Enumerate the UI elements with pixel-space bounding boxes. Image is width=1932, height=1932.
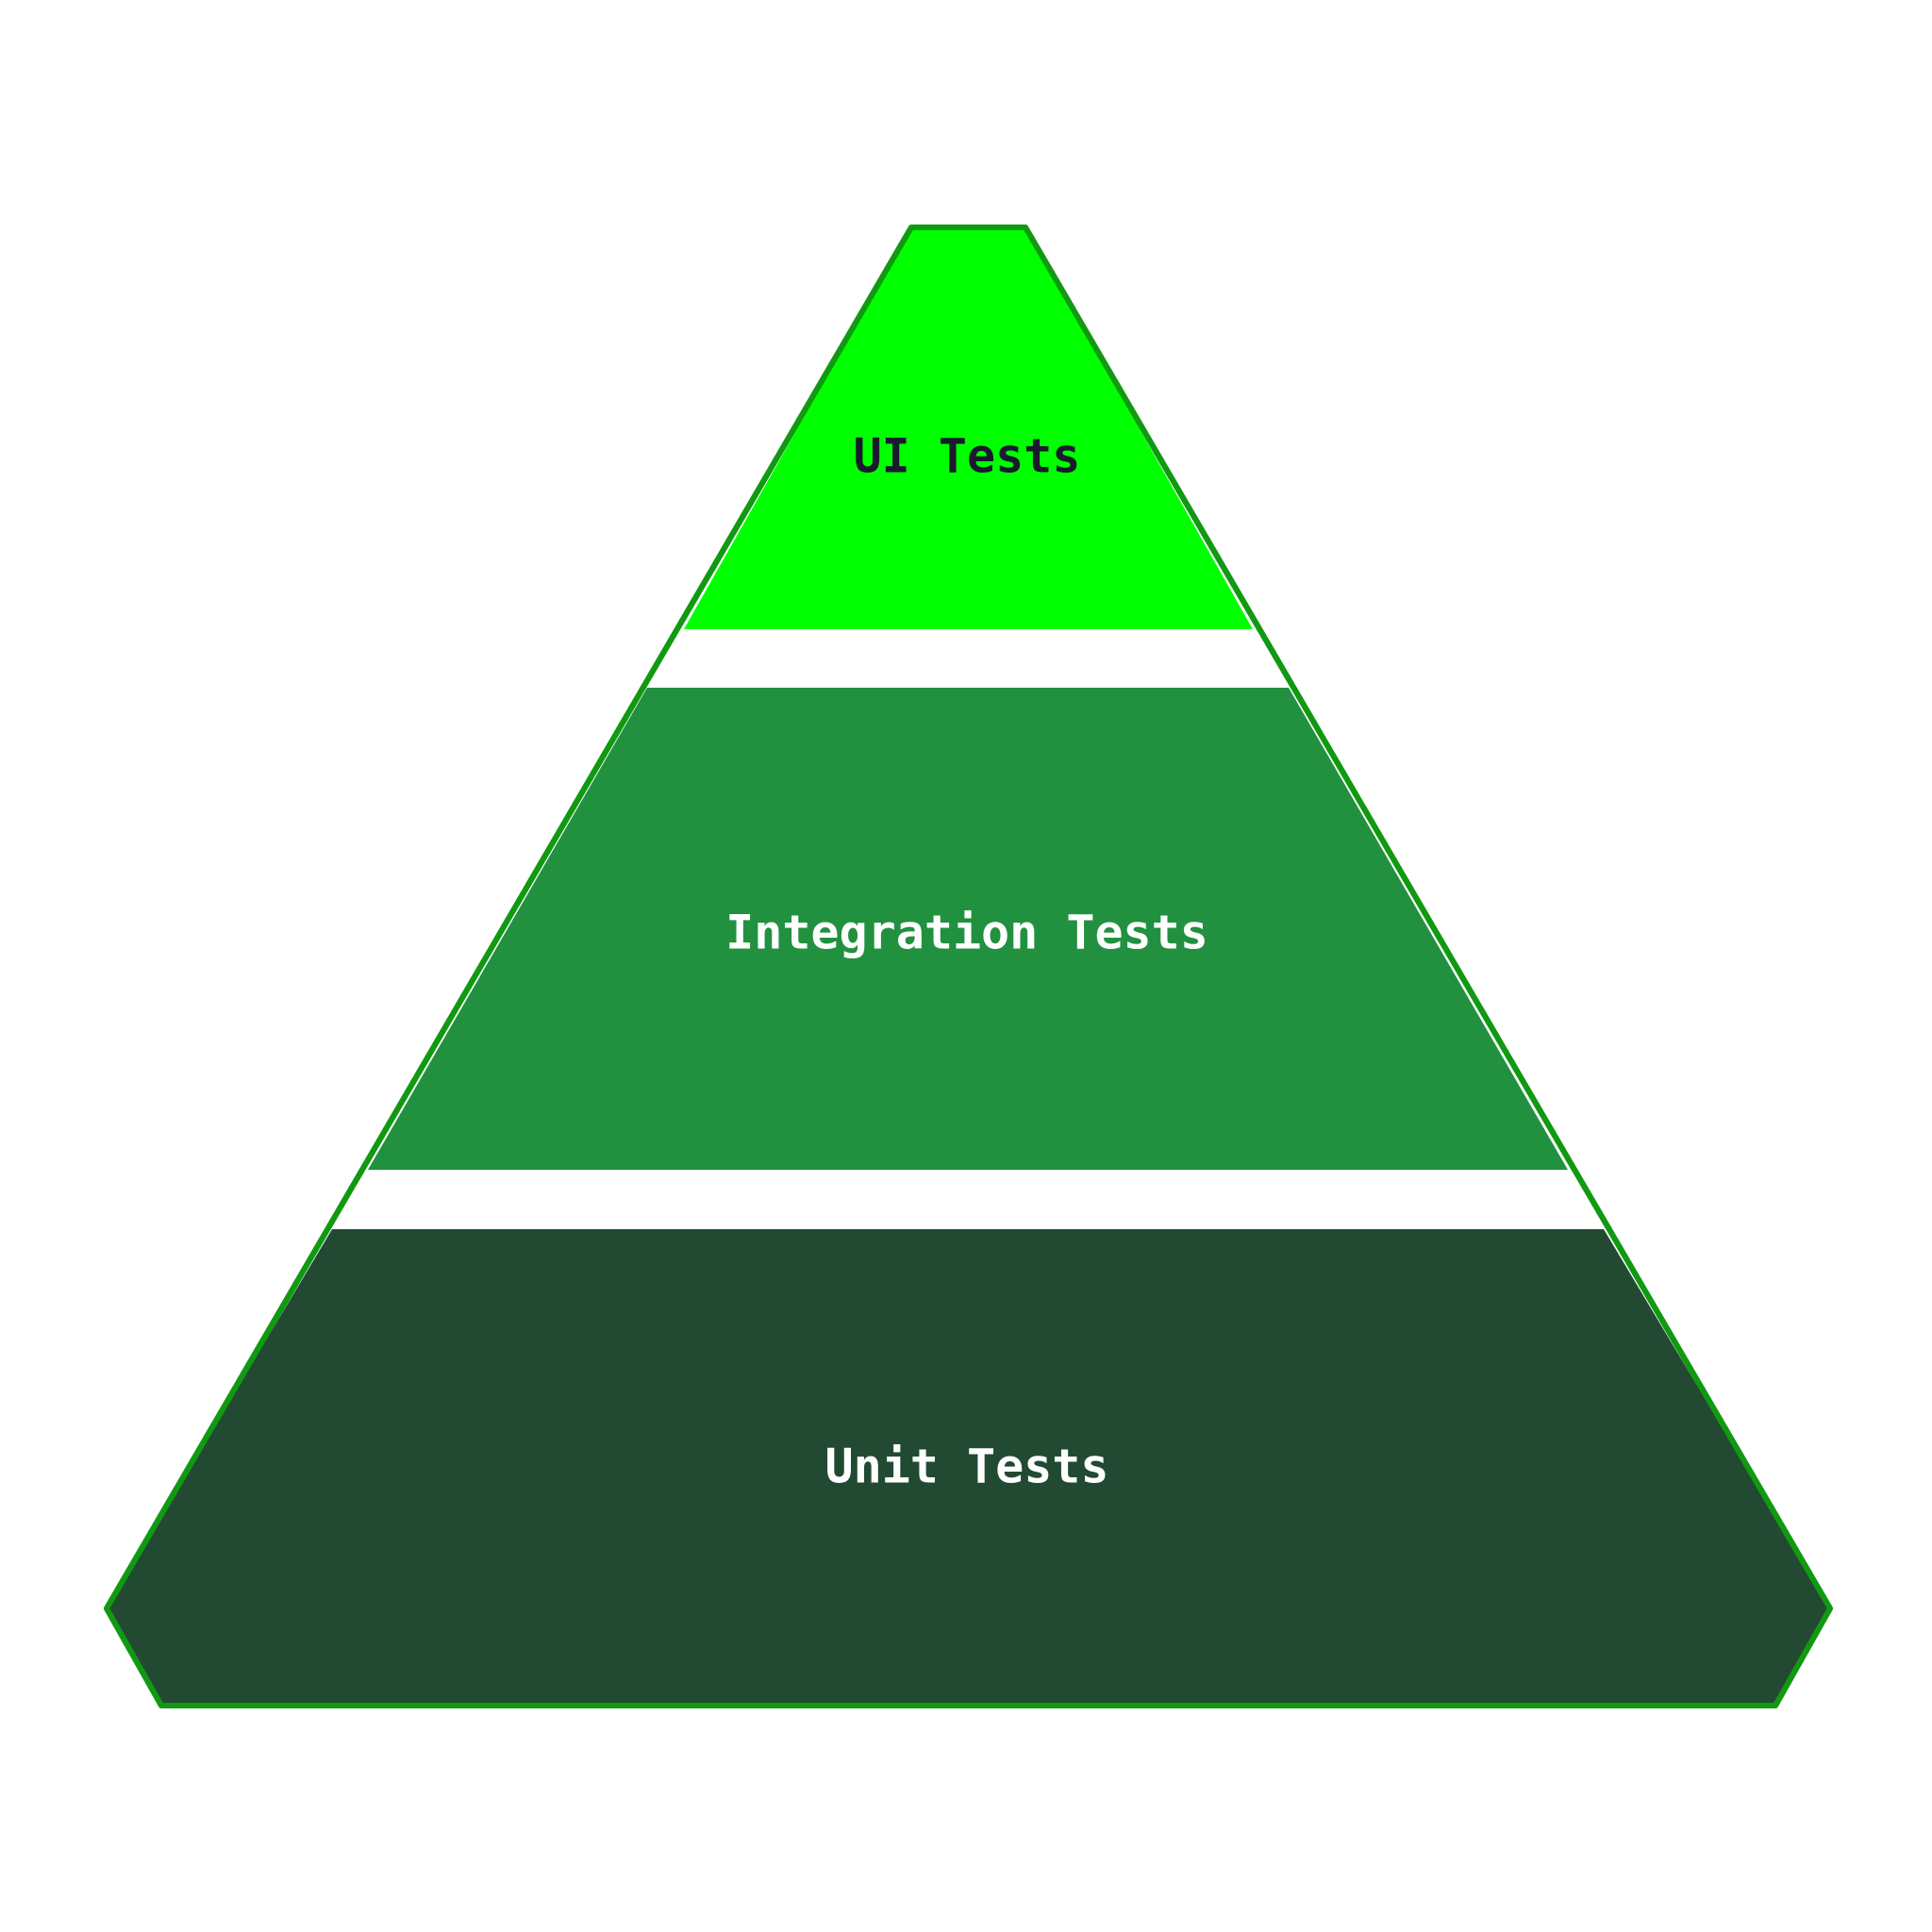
pyramid-edge-left [104, 225, 914, 1707]
tier-unit-tests-shape [107, 1229, 1830, 1706]
pyramid-edge-right [1023, 225, 1833, 1707]
tier-integration-tests-shape [368, 688, 1568, 1170]
tier-ui-tests-label: UI Tests [854, 429, 1081, 484]
tier-integration-tests: Integration Tests [368, 688, 1568, 1170]
gap-upper [647, 629, 1289, 688]
tier-unit-tests-label: Unit Tests [824, 1440, 1108, 1494]
gap-lower [332, 1170, 1604, 1229]
tier-unit-tests: Unit Tests [107, 1229, 1830, 1706]
tier-ui-tests: UI Tests [684, 227, 1253, 629]
tier-integration-tests-label: Integration Tests [725, 906, 1208, 960]
tier-ui-tests-shape [684, 227, 1253, 629]
